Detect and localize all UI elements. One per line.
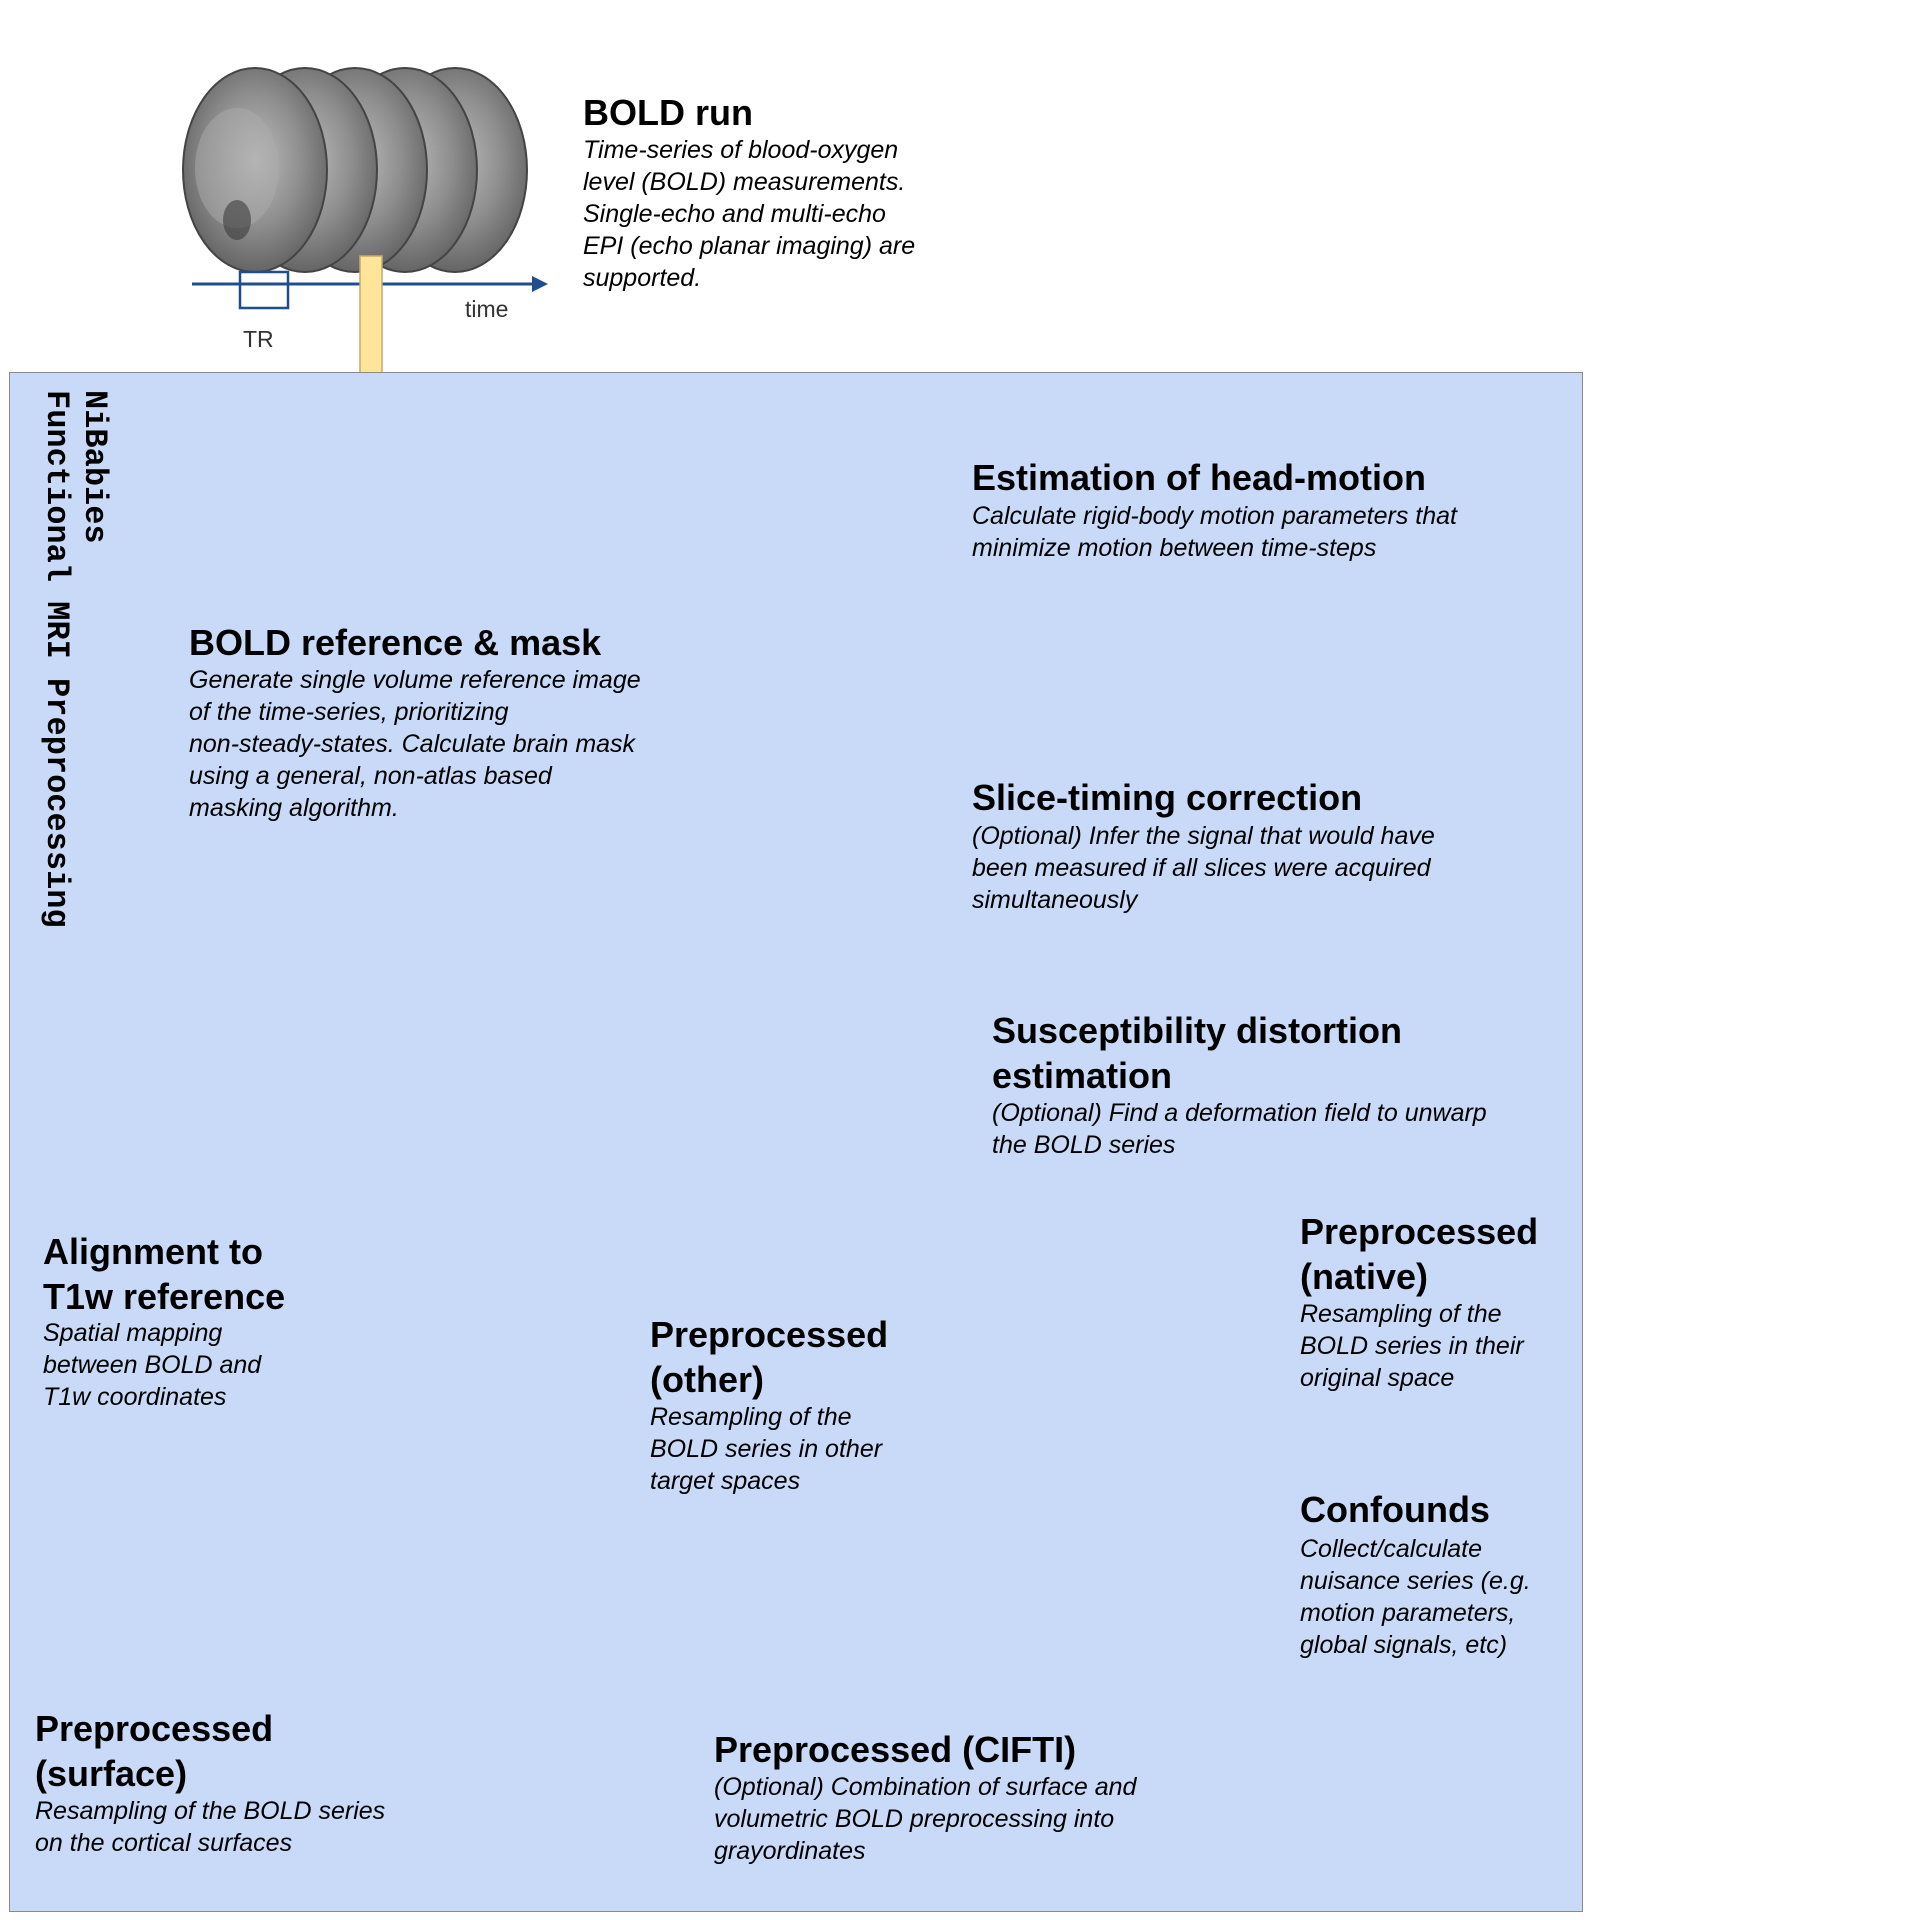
bold-ref-title: BOLD reference & mask (189, 622, 602, 663)
t1w-align-title: Alignment to T1w reference (43, 1231, 286, 1317)
slice-timing-title: Slice-timing correction (972, 777, 1363, 818)
surface-title: Preprocessed (surface) (35, 1708, 274, 1794)
pipeline-title-line-1: NiBabies (76, 390, 113, 544)
surface-desc: Resampling of the BOLD series on the cor… (35, 1797, 386, 1857)
tr-label: TR (243, 326, 274, 352)
susceptibility-title: Susceptibility distortion estimation (992, 1010, 1403, 1096)
cifti-desc: (Optional) Combination of surface and vo… (714, 1773, 1137, 1865)
bold-run-stack-image (182, 67, 528, 273)
native-title: Preprocessed (native) (1300, 1211, 1539, 1297)
time-label: time (465, 296, 509, 322)
other-desc: Resampling of the BOLD series in other t… (650, 1403, 883, 1495)
confounds-desc: Collect/calculate nuisance series (e.g. … (1300, 1535, 1531, 1659)
cifti-title: Preprocessed (CIFTI) (714, 1729, 1077, 1770)
bold-run-desc: Time-series of blood-oxygen level (BOLD)… (583, 136, 916, 292)
slice-timing-desc: (Optional) Infer the signal that would h… (972, 822, 1435, 914)
susceptibility-desc: (Optional) Find a deformation field to u… (992, 1099, 1487, 1159)
head-motion-title: Estimation of head-motion (972, 457, 1426, 498)
pipeline-title-line-2: Functional MRI Preprocessing (38, 390, 75, 928)
bold-ref-desc: Generate single volume reference image o… (189, 666, 641, 822)
other-title: Preprocessed (other) (650, 1314, 889, 1400)
native-desc: Resampling of the BOLD series in their o… (1300, 1300, 1524, 1392)
confounds-title: Confounds (1300, 1489, 1490, 1530)
bold-run-title: BOLD run (583, 92, 753, 133)
t1w-align-desc: Spatial mapping between BOLD and T1w coo… (43, 1319, 262, 1411)
head-motion-desc: Calculate rigid-body motion parameters t… (972, 502, 1457, 562)
pipeline-panel (9, 372, 1583, 1912)
